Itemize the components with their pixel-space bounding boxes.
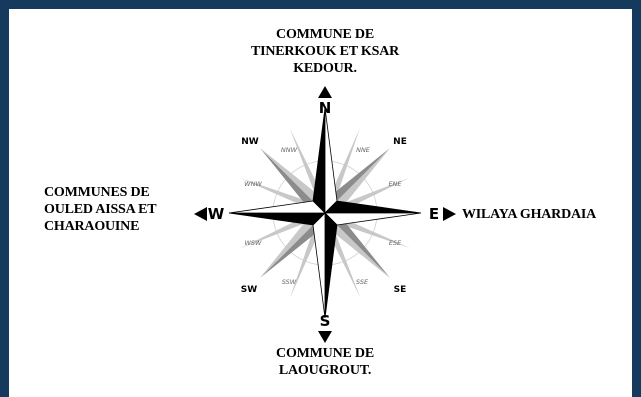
arrow-right-icon — [443, 207, 456, 221]
compass-ese-letter: ESE — [389, 239, 402, 247]
arrow-left-icon — [194, 207, 207, 221]
compass-e-letter: E — [429, 205, 439, 223]
arrow-down-icon — [318, 331, 332, 343]
intercardinal-rays — [259, 147, 391, 279]
south-neighbor-label: COMMUNE DE LAOUGROUT. — [276, 346, 374, 378]
compass-n-letter: N — [319, 99, 332, 117]
compass-wsw-letter: WSW — [245, 239, 263, 247]
compass-s-letter: S — [320, 312, 331, 330]
arrow-up-icon — [318, 86, 332, 98]
east-neighbor-label: WILAYA GHARDAIA — [462, 207, 597, 222]
compass-nne-letter: NNE — [356, 146, 371, 154]
compass-sw-letter: SW — [241, 285, 257, 295]
compass-ssw-letter: SSW — [282, 278, 297, 286]
cardinal-rays — [228, 107, 422, 319]
compass-sse-letter: SSE — [356, 278, 369, 286]
compass-w-letter: W — [208, 205, 225, 223]
compass-wnw-letter: WNW — [244, 180, 262, 188]
north-neighbor-label: COMMUNE DE TINERKOUK ET KSAR KEDOUR. — [250, 27, 400, 76]
compass-ene-letter: ENE — [388, 180, 402, 188]
compass-nnw-letter: NNW — [281, 146, 298, 154]
compass-nw-letter: NW — [241, 137, 259, 147]
west-neighbor-label: COMMUNES DE OULED AISSA ET CHARAOUINE — [44, 185, 157, 234]
compass-ne-letter: NE — [393, 137, 407, 147]
compass-se-letter: SE — [394, 285, 407, 295]
